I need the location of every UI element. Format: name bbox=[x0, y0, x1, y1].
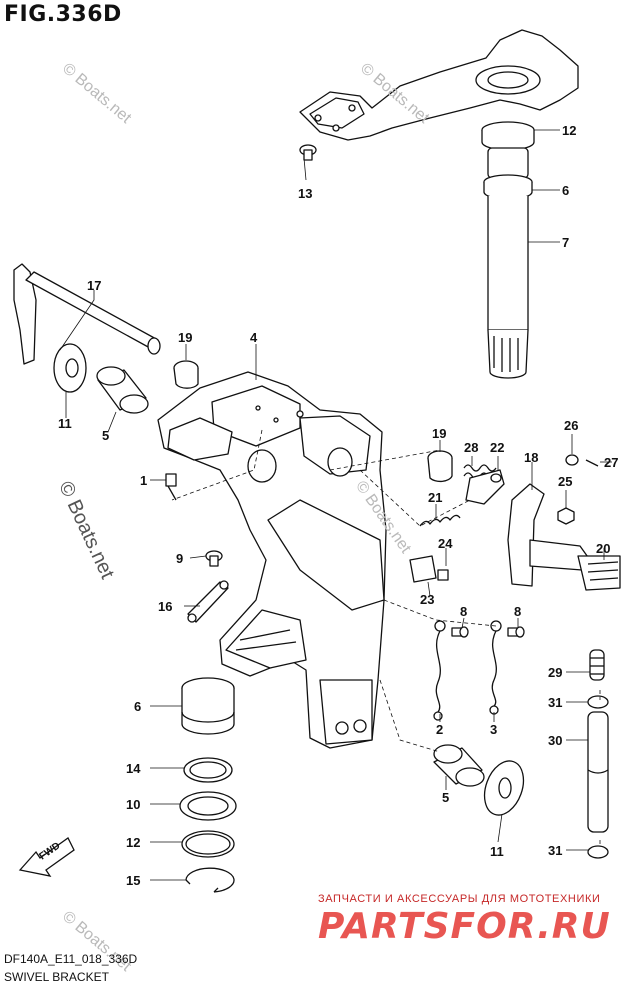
callout-12-top: 12 bbox=[562, 123, 576, 138]
ground-wire-3 bbox=[489, 620, 502, 715]
bushing-19-right bbox=[427, 450, 453, 483]
fwd-arrow: FWD bbox=[18, 837, 75, 877]
callout-18: 18 bbox=[524, 450, 538, 465]
tilt-rod bbox=[13, 263, 161, 365]
callout-11-left: 11 bbox=[58, 416, 72, 431]
nut-25 bbox=[557, 507, 575, 525]
bushing-5-right bbox=[433, 744, 485, 787]
clip-31-top bbox=[587, 695, 609, 709]
callout-31-bottom: 31 bbox=[548, 843, 562, 858]
bushing-6-lower bbox=[181, 677, 235, 735]
tilt-lock-lever bbox=[507, 483, 621, 591]
callout-6-top: 6 bbox=[562, 183, 569, 198]
spring-21 bbox=[419, 514, 461, 527]
leader-lines bbox=[59, 129, 612, 881]
callout-21: 21 bbox=[428, 490, 442, 505]
washer-26-pin-27 bbox=[565, 454, 599, 467]
callout-10: 10 bbox=[126, 797, 140, 812]
callout-23: 23 bbox=[420, 592, 434, 607]
clip-31-bottom bbox=[587, 845, 609, 859]
shaft-30 bbox=[587, 711, 609, 833]
washer-10 bbox=[179, 791, 237, 821]
callout-28: 28 bbox=[464, 440, 478, 455]
callout-6-lower: 6 bbox=[134, 699, 141, 714]
link-16 bbox=[187, 580, 229, 623]
callout-8-left: 8 bbox=[460, 604, 467, 619]
bolt-8-right bbox=[507, 626, 525, 638]
bushing-5-left bbox=[96, 366, 149, 414]
plate-23-bolt-24 bbox=[409, 555, 449, 583]
lever-22 bbox=[465, 469, 505, 505]
bolt-13 bbox=[299, 144, 317, 161]
callout-8-right: 8 bbox=[514, 604, 521, 619]
washer-14 bbox=[183, 757, 233, 783]
pin-29 bbox=[589, 649, 605, 681]
callout-14: 14 bbox=[126, 761, 141, 776]
washer-11-left bbox=[53, 343, 87, 393]
bolt-9 bbox=[205, 550, 223, 567]
callouts: 12 6 7 13 17 19 4 11 5 1 19 28 22 26 18 … bbox=[58, 123, 618, 888]
bolt-8-left bbox=[451, 626, 469, 638]
bushing-19-left bbox=[173, 360, 199, 389]
callout-20: 20 bbox=[596, 541, 610, 556]
callout-13: 13 bbox=[298, 186, 312, 201]
callout-7: 7 bbox=[562, 235, 569, 250]
ground-wire-2 bbox=[433, 620, 446, 721]
steering-arm bbox=[299, 29, 579, 141]
callout-3: 3 bbox=[490, 722, 497, 737]
callout-16: 16 bbox=[158, 599, 172, 614]
callout-2: 2 bbox=[436, 722, 443, 737]
circlip-15 bbox=[185, 867, 235, 893]
callout-26: 26 bbox=[564, 418, 578, 433]
bolt-1 bbox=[165, 473, 177, 501]
callout-11-right: 11 bbox=[490, 844, 504, 859]
callout-22: 22 bbox=[490, 440, 504, 455]
callout-5-right: 5 bbox=[442, 790, 449, 805]
callout-30: 30 bbox=[548, 733, 562, 748]
callout-17: 17 bbox=[87, 278, 101, 293]
brand-logo: PARTSFOR.RU bbox=[318, 906, 611, 947]
figure-title: FIG.336D bbox=[4, 2, 122, 27]
callout-4: 4 bbox=[250, 330, 258, 345]
steering-shaft bbox=[481, 121, 535, 379]
callout-31-top: 31 bbox=[548, 695, 562, 710]
callout-9: 9 bbox=[176, 551, 183, 566]
promo-tagline: ЗАПЧАСТИ И АКСЕССУАРЫ ДЛЯ МОТОТЕХНИКИ bbox=[318, 893, 601, 905]
assembly-lines bbox=[171, 429, 601, 846]
callout-12-lower: 12 bbox=[126, 835, 140, 850]
callout-1: 1 bbox=[140, 473, 147, 488]
figure-caption: SWIVEL BRACKET bbox=[4, 970, 109, 984]
seal-12 bbox=[181, 830, 235, 858]
callout-19-right: 19 bbox=[432, 426, 446, 441]
callout-5-left: 5 bbox=[102, 428, 109, 443]
callout-24: 24 bbox=[438, 536, 453, 551]
washer-11-right bbox=[483, 760, 525, 816]
callout-19-left: 19 bbox=[178, 330, 192, 345]
callout-29: 29 bbox=[548, 665, 562, 680]
callout-27: 27 bbox=[604, 455, 618, 470]
callout-15: 15 bbox=[126, 873, 140, 888]
callout-25: 25 bbox=[558, 474, 572, 489]
figure-code: DF140A_E11_018_336D bbox=[4, 952, 138, 966]
swivel-bracket-body bbox=[157, 371, 387, 749]
